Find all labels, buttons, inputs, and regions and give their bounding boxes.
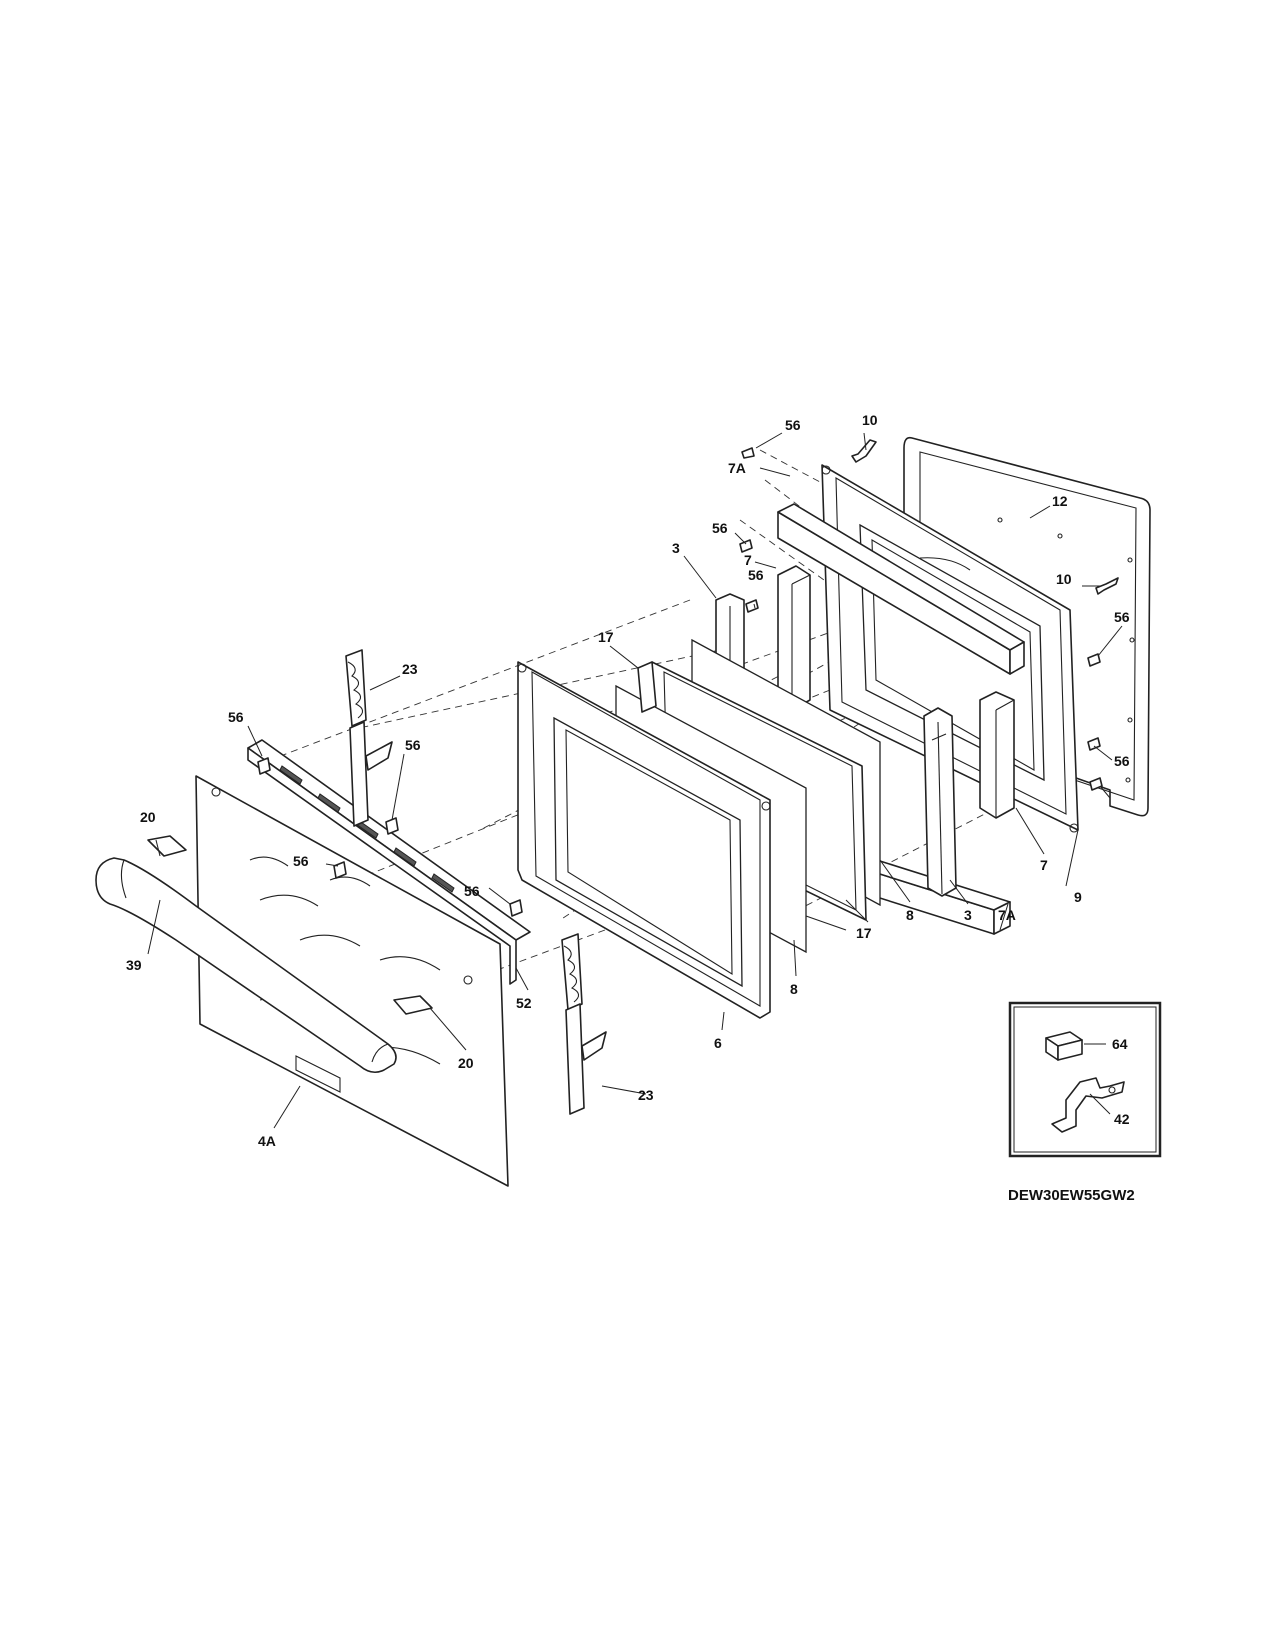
callout-6: 6 <box>714 1035 722 1051</box>
callout-64: 64 <box>1112 1036 1128 1052</box>
callout-23-b: 23 <box>638 1087 654 1103</box>
callout-56-f: 56 <box>293 853 309 869</box>
model-code: DEW30EW55GW2 <box>1008 1187 1135 1204</box>
callout-20-a: 20 <box>140 809 156 825</box>
callout-56-h: 56 <box>1114 753 1130 769</box>
callout-10-b: 10 <box>1056 571 1072 587</box>
callout-42: 42 <box>1114 1111 1130 1127</box>
insulation-strip-part-7A-top <box>777 503 1025 675</box>
callout-3-a: 3 <box>672 540 680 556</box>
callout-56-d: 56 <box>228 709 244 725</box>
callout-7A-top: 7A <box>728 460 746 476</box>
glass-bracket-part-3-right <box>923 707 957 897</box>
callout-7A-b: 7A <box>998 907 1016 923</box>
callout-56-a: 56 <box>712 520 728 536</box>
handle-end-cap-part-20-right <box>393 995 433 1015</box>
callout-17-a: 17 <box>598 629 614 645</box>
magnet-part-64 <box>1045 1031 1083 1061</box>
handle-end-cap-part-20-left <box>147 835 187 857</box>
door-handle-part-39 <box>95 857 397 1074</box>
callout-8-b: 8 <box>790 981 798 997</box>
door-hinge-part-23-top <box>345 649 393 827</box>
callout-20-b: 20 <box>458 1055 474 1071</box>
callout-56-c: 56 <box>1114 609 1130 625</box>
clip-part-42 <box>1051 1077 1125 1133</box>
glass-clip-part-17-left <box>637 661 657 713</box>
callout-10-top: 10 <box>862 412 878 428</box>
leader-lines <box>147 432 1123 1129</box>
callout-56-top: 56 <box>785 417 801 433</box>
insulation-strip-part-7-right <box>979 691 1015 819</box>
screws <box>257 439 1119 917</box>
callout-3-b: 3 <box>964 907 972 923</box>
callout-56-e: 56 <box>405 737 421 753</box>
callout-7-b: 7 <box>1040 857 1048 873</box>
door-hinge-part-23-bottom <box>561 933 607 1115</box>
inner-door-panel-part-6 <box>517 661 771 1019</box>
callout-labels: 56 10 7A 12 56 7 3 56 10 56 17 23 56 20 … <box>126 412 1130 1149</box>
callout-56-g: 56 <box>464 883 480 899</box>
callout-9: 9 <box>1074 889 1082 905</box>
callout-4A: 4A <box>258 1133 276 1149</box>
callout-23-a: 23 <box>402 661 418 677</box>
callout-39: 39 <box>126 957 142 973</box>
callout-56-b: 56 <box>748 567 764 583</box>
callout-17-b: 17 <box>856 925 872 941</box>
insulation-strip-part-7-left <box>777 565 811 711</box>
callout-8-a: 8 <box>906 907 914 923</box>
callout-12: 12 <box>1052 493 1068 509</box>
callout-52: 52 <box>516 995 532 1011</box>
callout-7-a: 7 <box>744 552 752 568</box>
door-top-trim-part-52 <box>247 739 531 985</box>
inset-detail-box: 64 42 <box>1008 1001 1162 1158</box>
